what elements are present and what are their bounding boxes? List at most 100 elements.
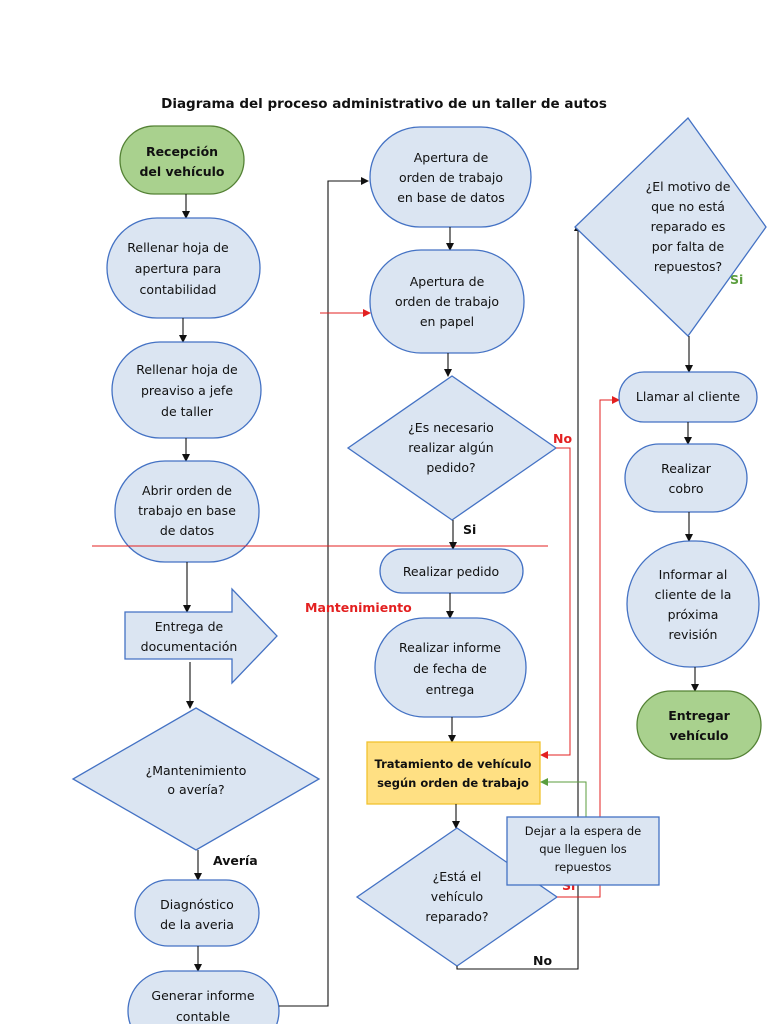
label-line: de la averia bbox=[160, 917, 234, 932]
label-line: Tratamiento de vehículo bbox=[375, 757, 532, 771]
label-line: ¿Mantenimiento bbox=[146, 763, 247, 778]
label-hoja-preaviso: Rellenar hoja de preaviso a jefe de taller bbox=[136, 362, 238, 419]
node-informar bbox=[626, 540, 760, 668]
label-reparado-q: ¿Está el vehículo reparado? bbox=[425, 869, 488, 924]
label-line: revisión bbox=[669, 627, 718, 642]
label-line: o avería? bbox=[167, 782, 224, 797]
label-recepcion: Recepción del vehículo bbox=[139, 144, 224, 179]
label-line: apertura para bbox=[135, 261, 221, 276]
label-line: realizar algún bbox=[408, 440, 493, 455]
label-line: preaviso a jefe bbox=[141, 383, 233, 398]
label-line: según orden de trabajo bbox=[377, 776, 529, 790]
label-no-reparado: No bbox=[533, 953, 552, 968]
edge-si-reparado-llamar bbox=[557, 396, 620, 898]
label-line: Realizar pedido bbox=[403, 564, 499, 579]
node-espera bbox=[506, 816, 660, 886]
node-pedido-q bbox=[346, 375, 558, 521]
label-line: por falta de bbox=[652, 239, 725, 254]
label-hoja-apertura: Rellenar hoja de apertura para contabilida… bbox=[127, 240, 229, 297]
label-line: en base de datos bbox=[397, 190, 505, 205]
node-realizar-pedido bbox=[379, 548, 524, 594]
node-apertura-papel bbox=[369, 249, 525, 354]
label-apertura-bd: Apertura de orden de trabajo en base de da… bbox=[397, 150, 505, 205]
label-realizar-pedido: Realizar pedido bbox=[403, 564, 499, 579]
label-line: trabajo en base bbox=[138, 503, 236, 518]
label-si-pedido: Si bbox=[463, 522, 476, 537]
label-line: Recepción bbox=[146, 144, 218, 159]
label-line: Entrega de bbox=[155, 619, 224, 634]
label-entrega-doc: Entrega de documentación bbox=[141, 619, 238, 654]
label-line: de fecha de bbox=[413, 661, 487, 676]
node-recepcion bbox=[119, 125, 245, 195]
node-entrega-doc bbox=[124, 587, 278, 685]
label-line: Rellenar hoja de bbox=[136, 362, 238, 377]
label-entregar: Entregar vehículo bbox=[668, 708, 730, 743]
label-line: reparado es bbox=[651, 219, 726, 234]
label-no-pedido: No bbox=[553, 431, 572, 446]
label-line: que no está bbox=[651, 199, 725, 214]
label-line: Generar informe bbox=[151, 988, 254, 1003]
label-motivo-q: ¿El motivo de que no está reparado es por f… bbox=[646, 179, 731, 274]
node-diagnostico bbox=[134, 879, 260, 947]
label-mant-averia: ¿Mantenimiento o avería? bbox=[146, 763, 247, 797]
label-diagnostico: Diagnóstico de la averia bbox=[160, 897, 234, 932]
label-informar: Informar al cliente de la próxima revisión bbox=[655, 567, 732, 642]
label-informe-fecha: Realizar informe de fecha de entrega bbox=[399, 640, 501, 697]
edge-informe-apertura-bd bbox=[279, 177, 369, 1007]
label-line: próxima bbox=[668, 607, 719, 622]
label-averia: Avería bbox=[213, 853, 258, 868]
label-line: ¿El motivo de bbox=[646, 179, 731, 194]
label-line: de taller bbox=[161, 404, 214, 419]
label-line: entrega bbox=[426, 682, 475, 697]
label-line: Abrir orden de bbox=[142, 483, 232, 498]
node-informe-contable bbox=[127, 970, 280, 1024]
label-tratamiento: Tratamiento de vehículo según orden de tr… bbox=[375, 757, 532, 790]
label-line: repuestos? bbox=[654, 259, 722, 274]
label-line: que lleguen los bbox=[539, 842, 627, 856]
label-apertura-papel: Apertura de orden de trabajo en papel bbox=[395, 274, 499, 329]
node-motivo-q bbox=[574, 117, 767, 337]
label-line: vehículo bbox=[431, 889, 483, 904]
label-line: vehículo bbox=[670, 728, 729, 743]
label-abrir-orden: Abrir orden de trabajo en base de datos bbox=[138, 483, 236, 538]
label-cobro: Realizar cobro bbox=[661, 461, 712, 496]
label-line: repuestos bbox=[555, 860, 612, 874]
label-pedido-q: ¿Es necesario realizar algún pedido? bbox=[408, 420, 494, 475]
label-line: Informar al bbox=[659, 567, 728, 582]
label-line: de datos bbox=[160, 523, 214, 538]
label-line: del vehículo bbox=[139, 164, 224, 179]
label-line: Llamar al cliente bbox=[636, 389, 740, 404]
label-llamar: Llamar al cliente bbox=[636, 389, 740, 404]
label-line: Dejar a la espera de bbox=[525, 824, 641, 838]
edge-no-reparado-motivo bbox=[456, 223, 582, 970]
label-line: ¿Está el bbox=[433, 869, 482, 884]
label-line: documentación bbox=[141, 639, 238, 654]
edge-no-pedido-tratamiento bbox=[540, 447, 571, 759]
label-line: cobro bbox=[669, 481, 704, 496]
label-line: contabilidad bbox=[140, 282, 217, 297]
label-si-motivo: Si bbox=[730, 272, 743, 287]
label-line: orden de trabajo bbox=[399, 170, 503, 185]
label-mantenimiento: Mantenimiento bbox=[305, 600, 412, 615]
label-line: cliente de la bbox=[655, 587, 732, 602]
node-mant-averia bbox=[71, 707, 321, 851]
label-line: Realizar bbox=[661, 461, 712, 476]
node-entregar bbox=[636, 690, 762, 760]
diagram-title: Diagrama del proceso administrativo de u… bbox=[161, 96, 607, 112]
label-line: en papel bbox=[420, 314, 474, 329]
node-informe-fecha bbox=[374, 617, 527, 718]
label-line: Apertura de bbox=[410, 274, 485, 289]
label-line: Realizar informe bbox=[399, 640, 501, 655]
label-line: ¿Es necesario bbox=[408, 420, 494, 435]
label-line: orden de trabajo bbox=[395, 294, 499, 309]
label-line: pedido? bbox=[426, 460, 475, 475]
label-line: Entregar bbox=[668, 708, 730, 723]
label-line: Apertura de bbox=[414, 150, 489, 165]
label-espera: Dejar a la espera de que lleguen los repue… bbox=[525, 824, 641, 874]
label-line: Diagnóstico bbox=[160, 897, 234, 912]
label-line: Rellenar hoja de bbox=[127, 240, 229, 255]
node-tratamiento bbox=[366, 741, 541, 805]
label-line: reparado? bbox=[425, 909, 488, 924]
